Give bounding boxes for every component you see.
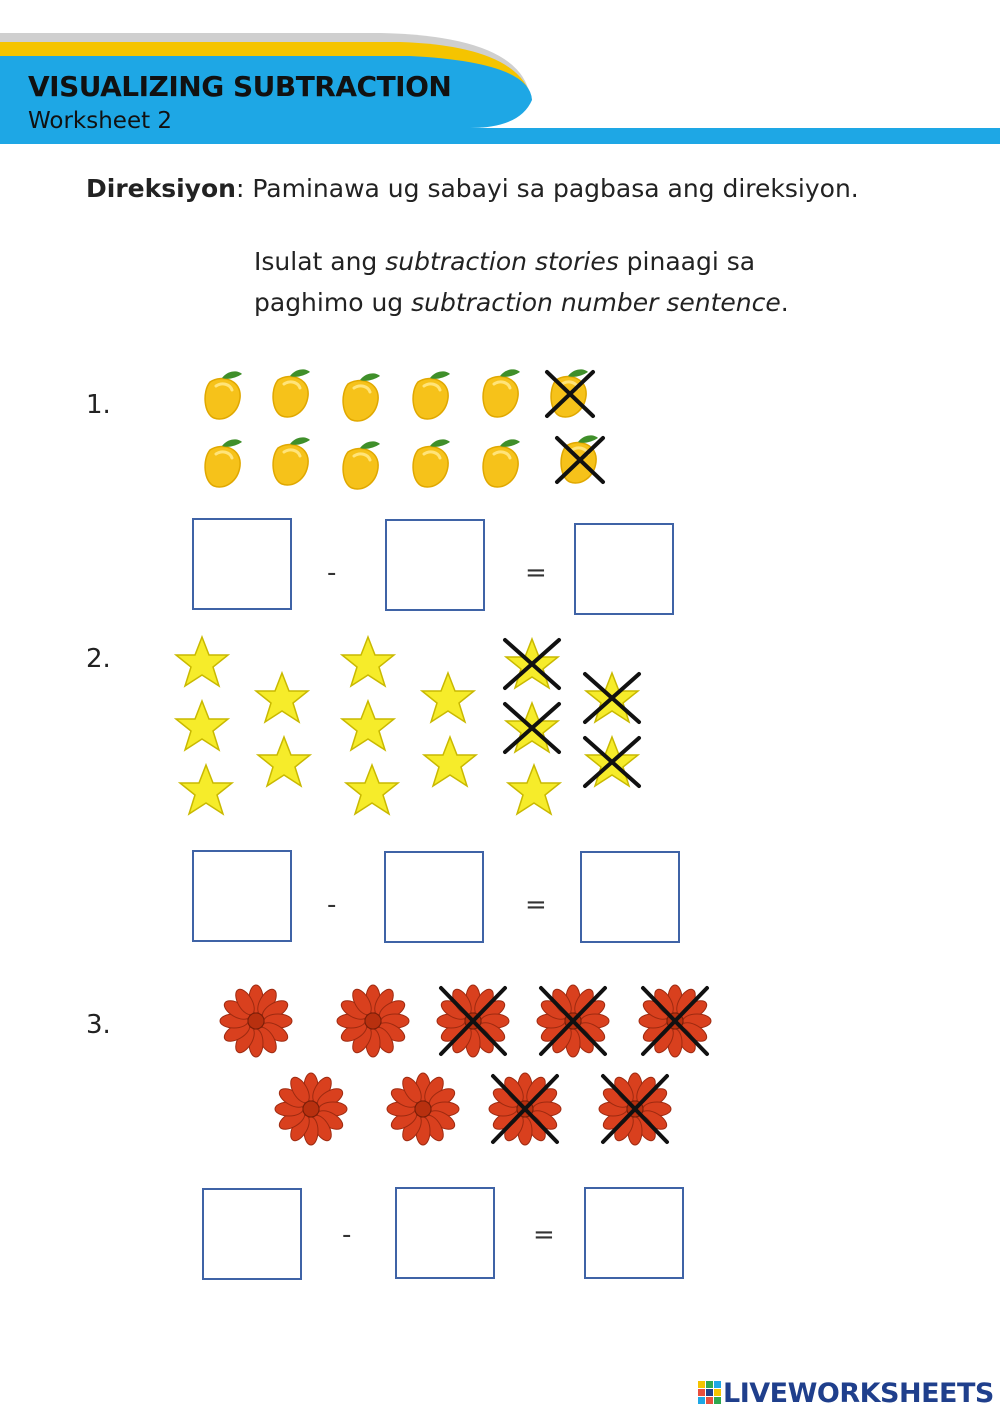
directions-line: Direksiyon: Paminawa ug sabayi sa pagbas… [86,174,859,203]
instruction-text: . [780,288,789,317]
flower-icon [272,1072,350,1150]
instruction-text: pinaagi sa [618,247,756,276]
flower-icon [384,1072,462,1150]
liveworksheets-logo-icon [698,1381,721,1404]
star-icon [176,762,236,822]
star-icon [252,670,312,730]
cross-out-mark [537,984,609,1062]
instruction-text: paghimo ug [254,288,412,317]
equals-sign: = [525,558,547,588]
cross-out-mark [639,984,711,1062]
cross-out-mark [599,1072,671,1150]
cross-out-mark [437,984,509,1062]
problem-number: 3. [86,1010,111,1040]
cross-out-mark [543,368,597,424]
answer-box-difference[interactable] [584,1187,684,1279]
mango-icon [408,368,456,428]
answer-box-subtrahend[interactable] [395,1187,495,1279]
star-icon [338,698,398,758]
answer-box-subtrahend[interactable] [384,851,484,943]
instruction-emphasis: subtraction stories [385,247,619,276]
mango-icon [478,366,526,426]
liveworksheets-brand[interactable]: LIVEWORKSHEETS [697,1376,994,1410]
flower-icon [217,984,295,1062]
equals-sign: = [525,890,547,920]
flower-icon [486,1072,564,1150]
answer-box-minuend[interactable] [192,850,292,942]
star-icon [418,670,478,730]
mango-icon [338,438,386,498]
instruction-text: Isulat ang [254,247,386,276]
cross-out-mark [501,700,563,760]
cross-out-mark [501,636,563,696]
instruction-line-1: Isulat ang subtraction stories pinaagi s… [254,247,755,276]
cross-out-mark [581,734,643,794]
star-icon [420,734,480,794]
answer-box-difference[interactable] [580,851,680,943]
minus-sign: - [327,558,337,588]
worksheet-title: VISUALIZING SUBTRACTION [28,70,452,103]
worksheet-subtitle: Worksheet 2 [28,108,173,134]
star-icon [172,634,232,694]
minus-sign: - [342,1220,352,1250]
cross-out-mark [489,1072,561,1150]
header-banner [0,33,1000,144]
mango-icon [478,436,526,496]
cross-out-mark [553,434,607,490]
answer-box-minuend[interactable] [202,1188,302,1280]
answer-box-subtrahend[interactable] [385,519,485,611]
star-icon [504,762,564,822]
mango-icon [268,366,316,426]
brand-name: LIVEWORKSHEETS [723,1377,994,1409]
star-icon [254,734,314,794]
problem-number: 1. [86,390,111,420]
flower-icon [534,984,612,1062]
problem-number: 2. [86,644,111,674]
directions-colon: : [235,174,245,203]
directions-label: Direksiyon [86,174,236,203]
answer-box-minuend[interactable] [192,518,292,610]
directions-text: Paminawa ug sabayi sa pagbasa ang direks… [244,174,859,203]
cross-out-mark [581,670,643,730]
instruction-emphasis: subtraction number sentence [411,288,781,317]
instruction-line-2: paghimo ug subtraction number sentence. [254,288,789,317]
mango-icon [408,436,456,496]
flower-icon [334,984,412,1062]
equals-sign: = [533,1220,555,1250]
star-icon [338,634,398,694]
mango-icon [338,370,386,430]
mango-icon [200,368,248,428]
star-icon [172,698,232,758]
mango-icon [268,434,316,494]
mango-icon [200,436,248,496]
star-icon [342,762,402,822]
minus-sign: - [327,890,337,920]
answer-box-difference[interactable] [574,523,674,615]
